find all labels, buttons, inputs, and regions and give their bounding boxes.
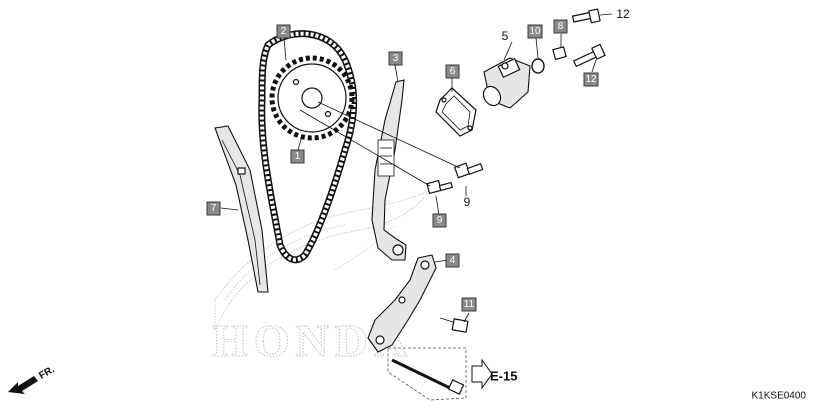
bolt-9-lower <box>426 179 454 195</box>
leader-lines <box>220 13 613 323</box>
callout-9-plain: 9 <box>464 195 471 209</box>
front-direction-label: FR. <box>37 364 57 382</box>
sealing-bolt <box>552 46 567 61</box>
callout-8: 8 <box>553 19 568 34</box>
callout-10: 10 <box>527 24 543 39</box>
callout-2: 2 <box>276 24 291 39</box>
callout-6: 6 <box>445 64 460 79</box>
tensioner-gasket <box>435 87 477 137</box>
cam-chain <box>258 30 358 264</box>
bolt-9-upper <box>453 162 484 179</box>
svg-text:7: 7 <box>211 203 217 214</box>
svg-text:10: 10 <box>529 26 541 37</box>
svg-text:9: 9 <box>464 195 471 209</box>
svg-text:3: 3 <box>393 53 399 64</box>
o-ring <box>531 58 545 74</box>
tensioner-bracket <box>367 254 437 353</box>
callout-7: 7 <box>206 201 221 216</box>
tensioner-slipper <box>371 79 407 261</box>
reference-outline <box>387 347 467 401</box>
callout-4: 4 <box>445 253 460 268</box>
svg-text:9: 9 <box>437 215 443 226</box>
svg-text:1: 1 <box>295 151 301 162</box>
callout-5: 5 <box>502 29 509 43</box>
callout-12-plain: 12 <box>616 7 630 21</box>
callout-9-boxed: 9 <box>432 213 447 228</box>
svg-text:12: 12 <box>616 7 630 21</box>
callout-11: 11 <box>461 297 477 312</box>
svg-text:2: 2 <box>281 26 287 37</box>
front-direction-arrow: FR. <box>8 364 57 394</box>
reference-arrow: E-15 <box>471 358 517 390</box>
svg-text:12: 12 <box>585 74 597 85</box>
svg-text:11: 11 <box>464 299 475 310</box>
cam-sprocket <box>269 55 355 141</box>
reference-label: E-15 <box>490 369 517 384</box>
svg-text:8: 8 <box>558 21 564 32</box>
long-bolt <box>391 358 465 395</box>
cam-chain-guide <box>214 125 269 293</box>
svg-text:6: 6 <box>450 66 456 77</box>
bolt-11 <box>439 317 469 333</box>
callout-1: 1 <box>290 149 305 164</box>
bolt-12-lower <box>572 43 606 68</box>
tensioner-lifter <box>482 57 531 109</box>
svg-text:4: 4 <box>450 255 456 266</box>
svg-text:5: 5 <box>502 29 509 43</box>
callout-3: 3 <box>388 51 403 66</box>
bolt-12-upper <box>571 8 601 24</box>
diagram-code: K1KSE0400 <box>752 391 807 402</box>
callout-12-boxed: 12 <box>583 72 599 87</box>
